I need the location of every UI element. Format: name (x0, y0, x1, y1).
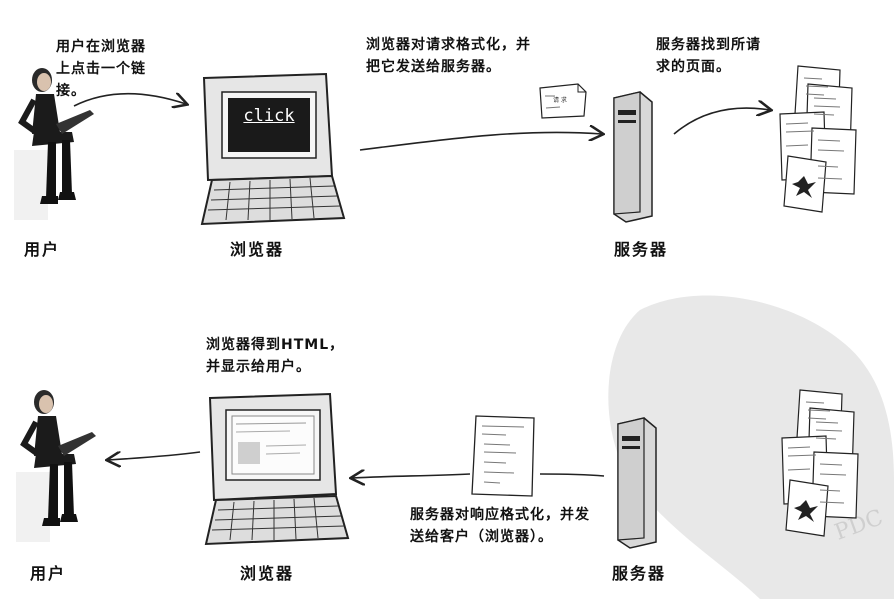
label-user-bottom: 用户 (30, 564, 67, 583)
request-note (539, 83, 587, 119)
label-server-bottom: 服务器 (612, 564, 667, 583)
screen-click-text: click (243, 106, 295, 126)
label-server-top: 服务器 (614, 240, 669, 259)
response-document (471, 415, 535, 497)
caption-browser-request: 浏览器对请求格式化，并把它发送给服务器。 (366, 37, 531, 75)
arrow-server-to-response (539, 473, 605, 477)
label-browser-top: 浏览器 (230, 240, 285, 259)
label-user-top: 用户 (24, 240, 61, 259)
server-tower-bottom (617, 417, 657, 549)
request-note-text: 请 求 (553, 97, 567, 104)
browser-computer-bottom (204, 392, 350, 546)
arrow-user-to-browser (73, 94, 186, 106)
caption-server-find: 服务器找到所请求的页面。 (656, 37, 761, 75)
user-figure-bottom (16, 390, 96, 542)
caption-browser-html: 浏览器得到HTML，并显示给用户。 (206, 337, 345, 375)
caption-server-response: 服务器对响应格式化，并发送给客户（浏览器）。 (410, 507, 590, 545)
arrow-server-to-pages (673, 108, 770, 135)
arrow-browser-to-server (359, 132, 602, 151)
arrow-browser-to-user (108, 451, 201, 460)
browser-computer-top (200, 72, 346, 226)
page-stack-top (779, 65, 857, 213)
label-browser-bottom: 浏览器 (240, 564, 295, 583)
page-stack-bottom (781, 389, 859, 537)
arrow-response-to-browser (352, 474, 471, 478)
caption-user-click: 用户在浏览器上点击一个链接。 (56, 39, 146, 99)
server-tower-top (613, 91, 653, 223)
